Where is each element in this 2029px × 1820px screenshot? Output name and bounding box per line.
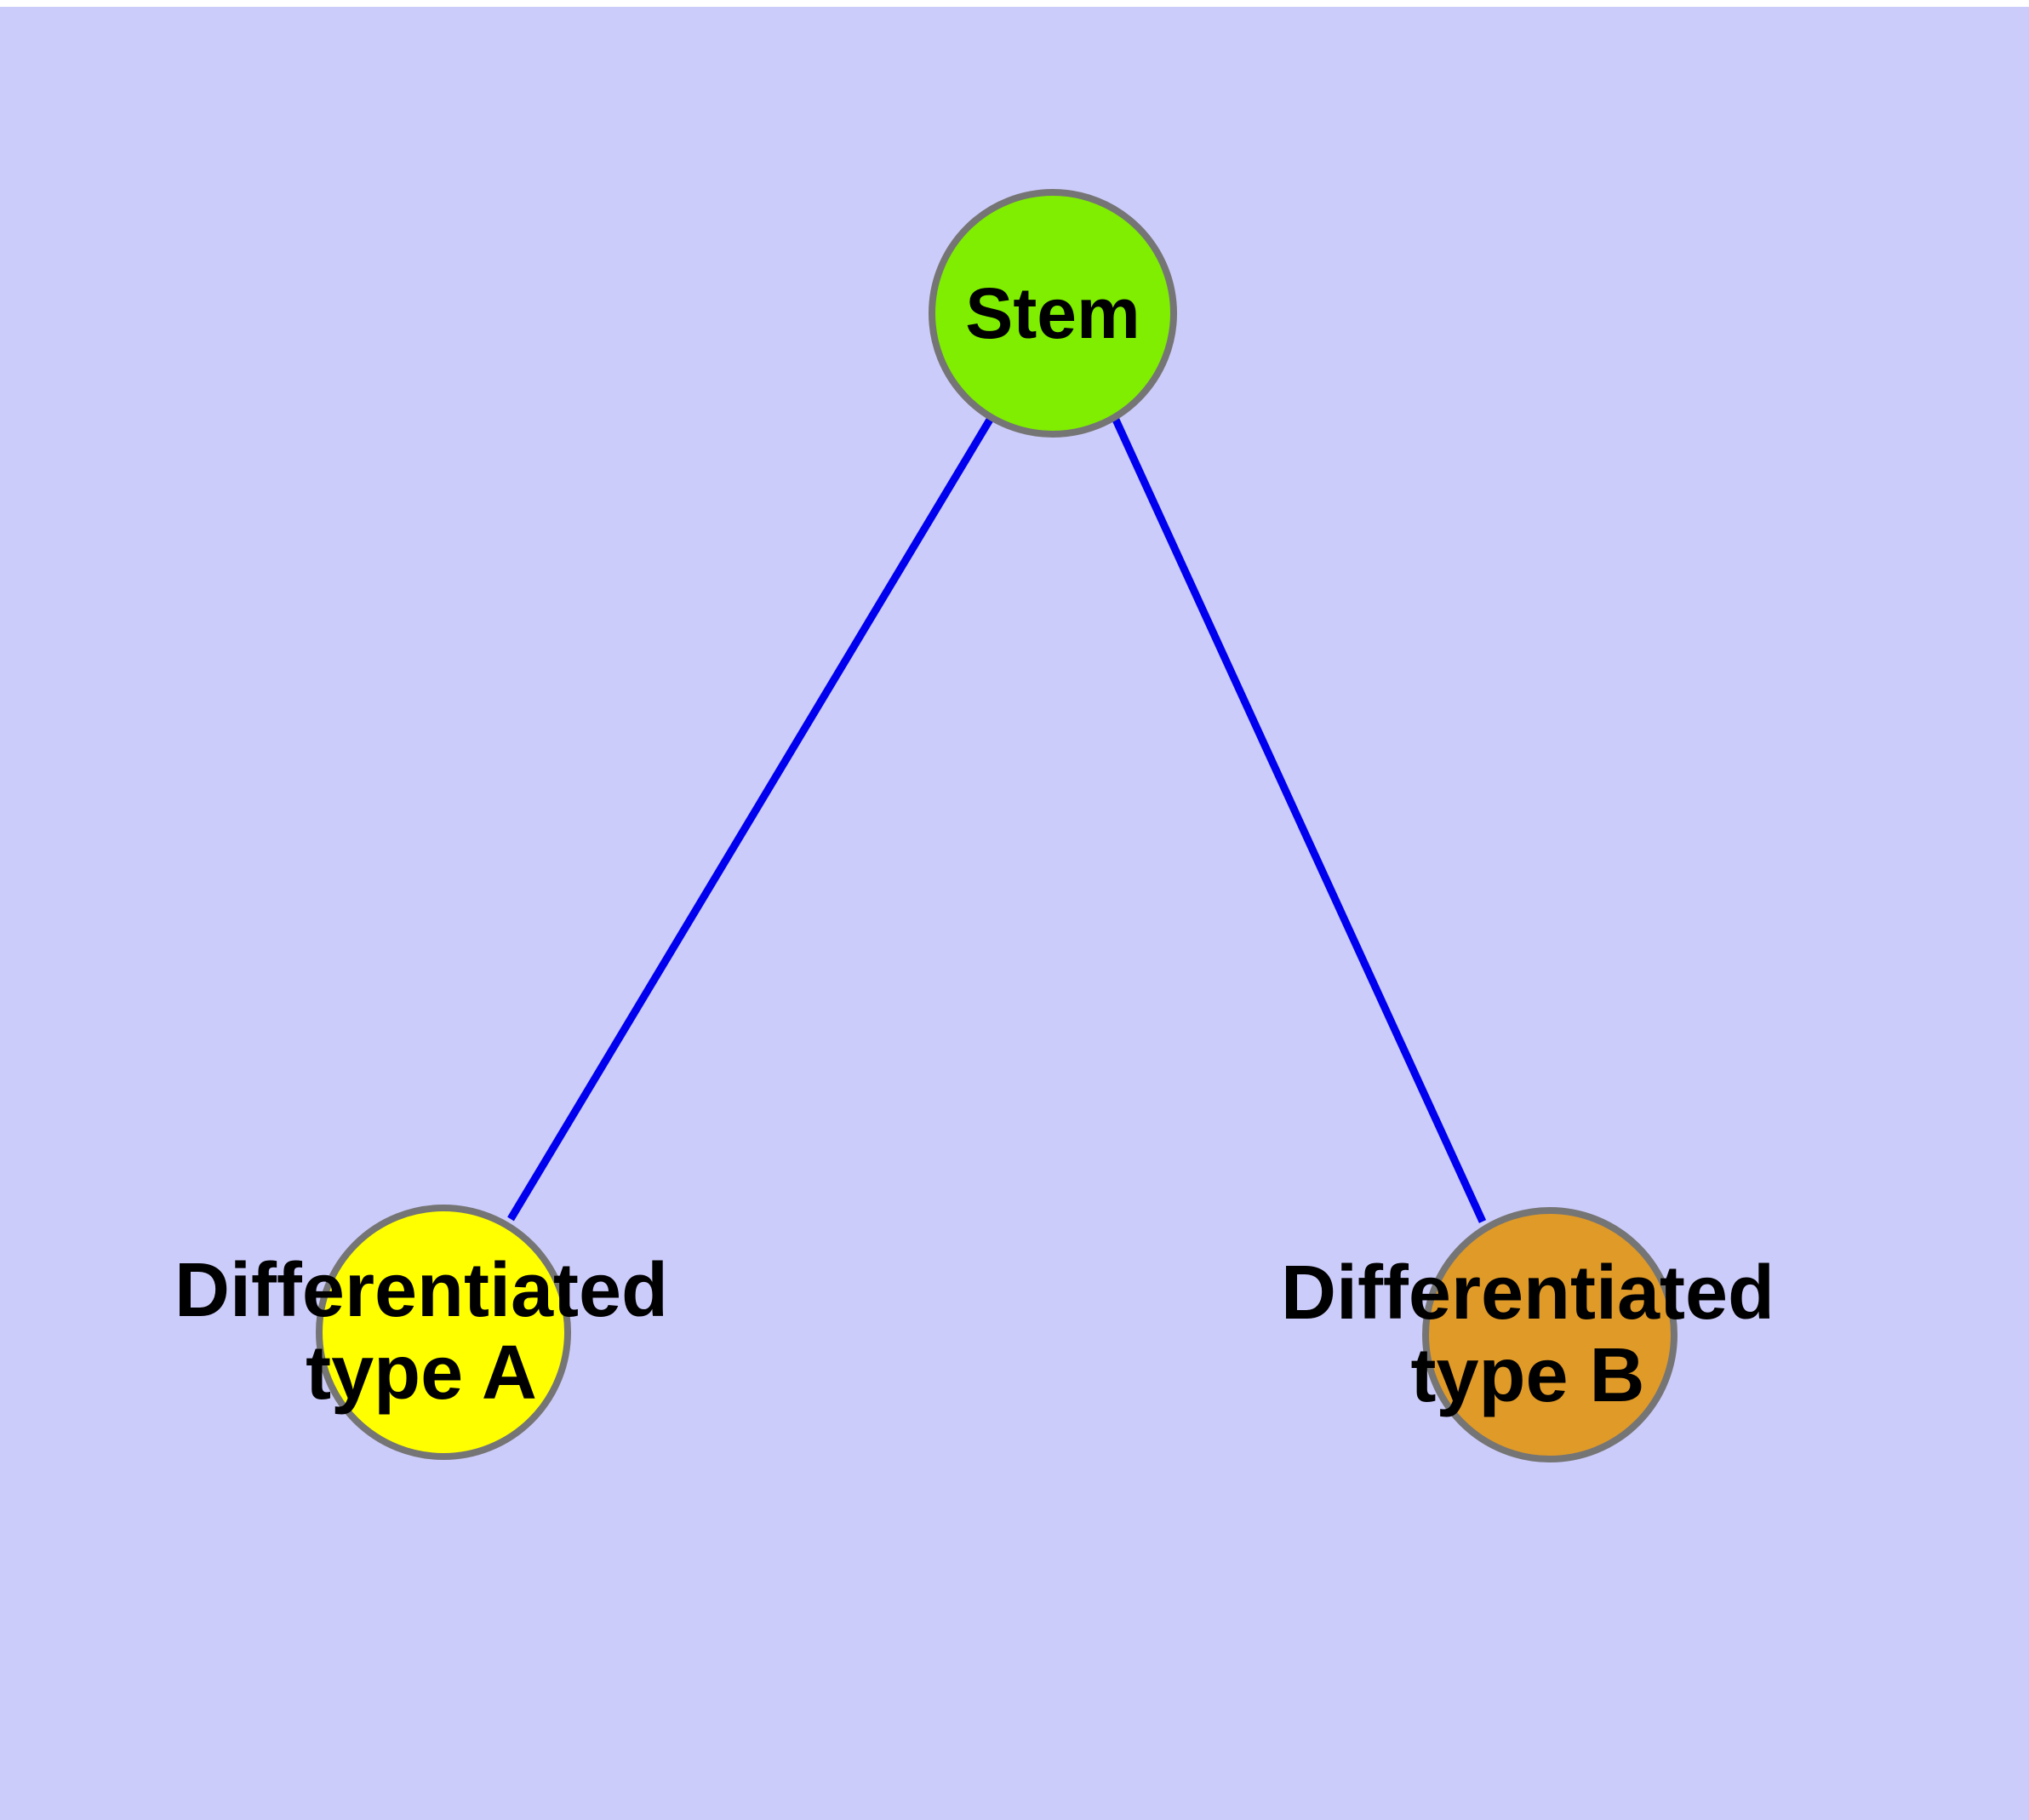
- node-stem-circle[interactable]: [929, 189, 1177, 438]
- node-diff-a-circle[interactable]: [316, 1205, 571, 1460]
- edge-stem-to-diff-a[interactable]: [507, 417, 993, 1222]
- edge-stem-to-diff-b[interactable]: [1112, 418, 1487, 1223]
- graph-svg: [316, 189, 1677, 1462]
- node-diff-b-circle[interactable]: [1422, 1207, 1677, 1462]
